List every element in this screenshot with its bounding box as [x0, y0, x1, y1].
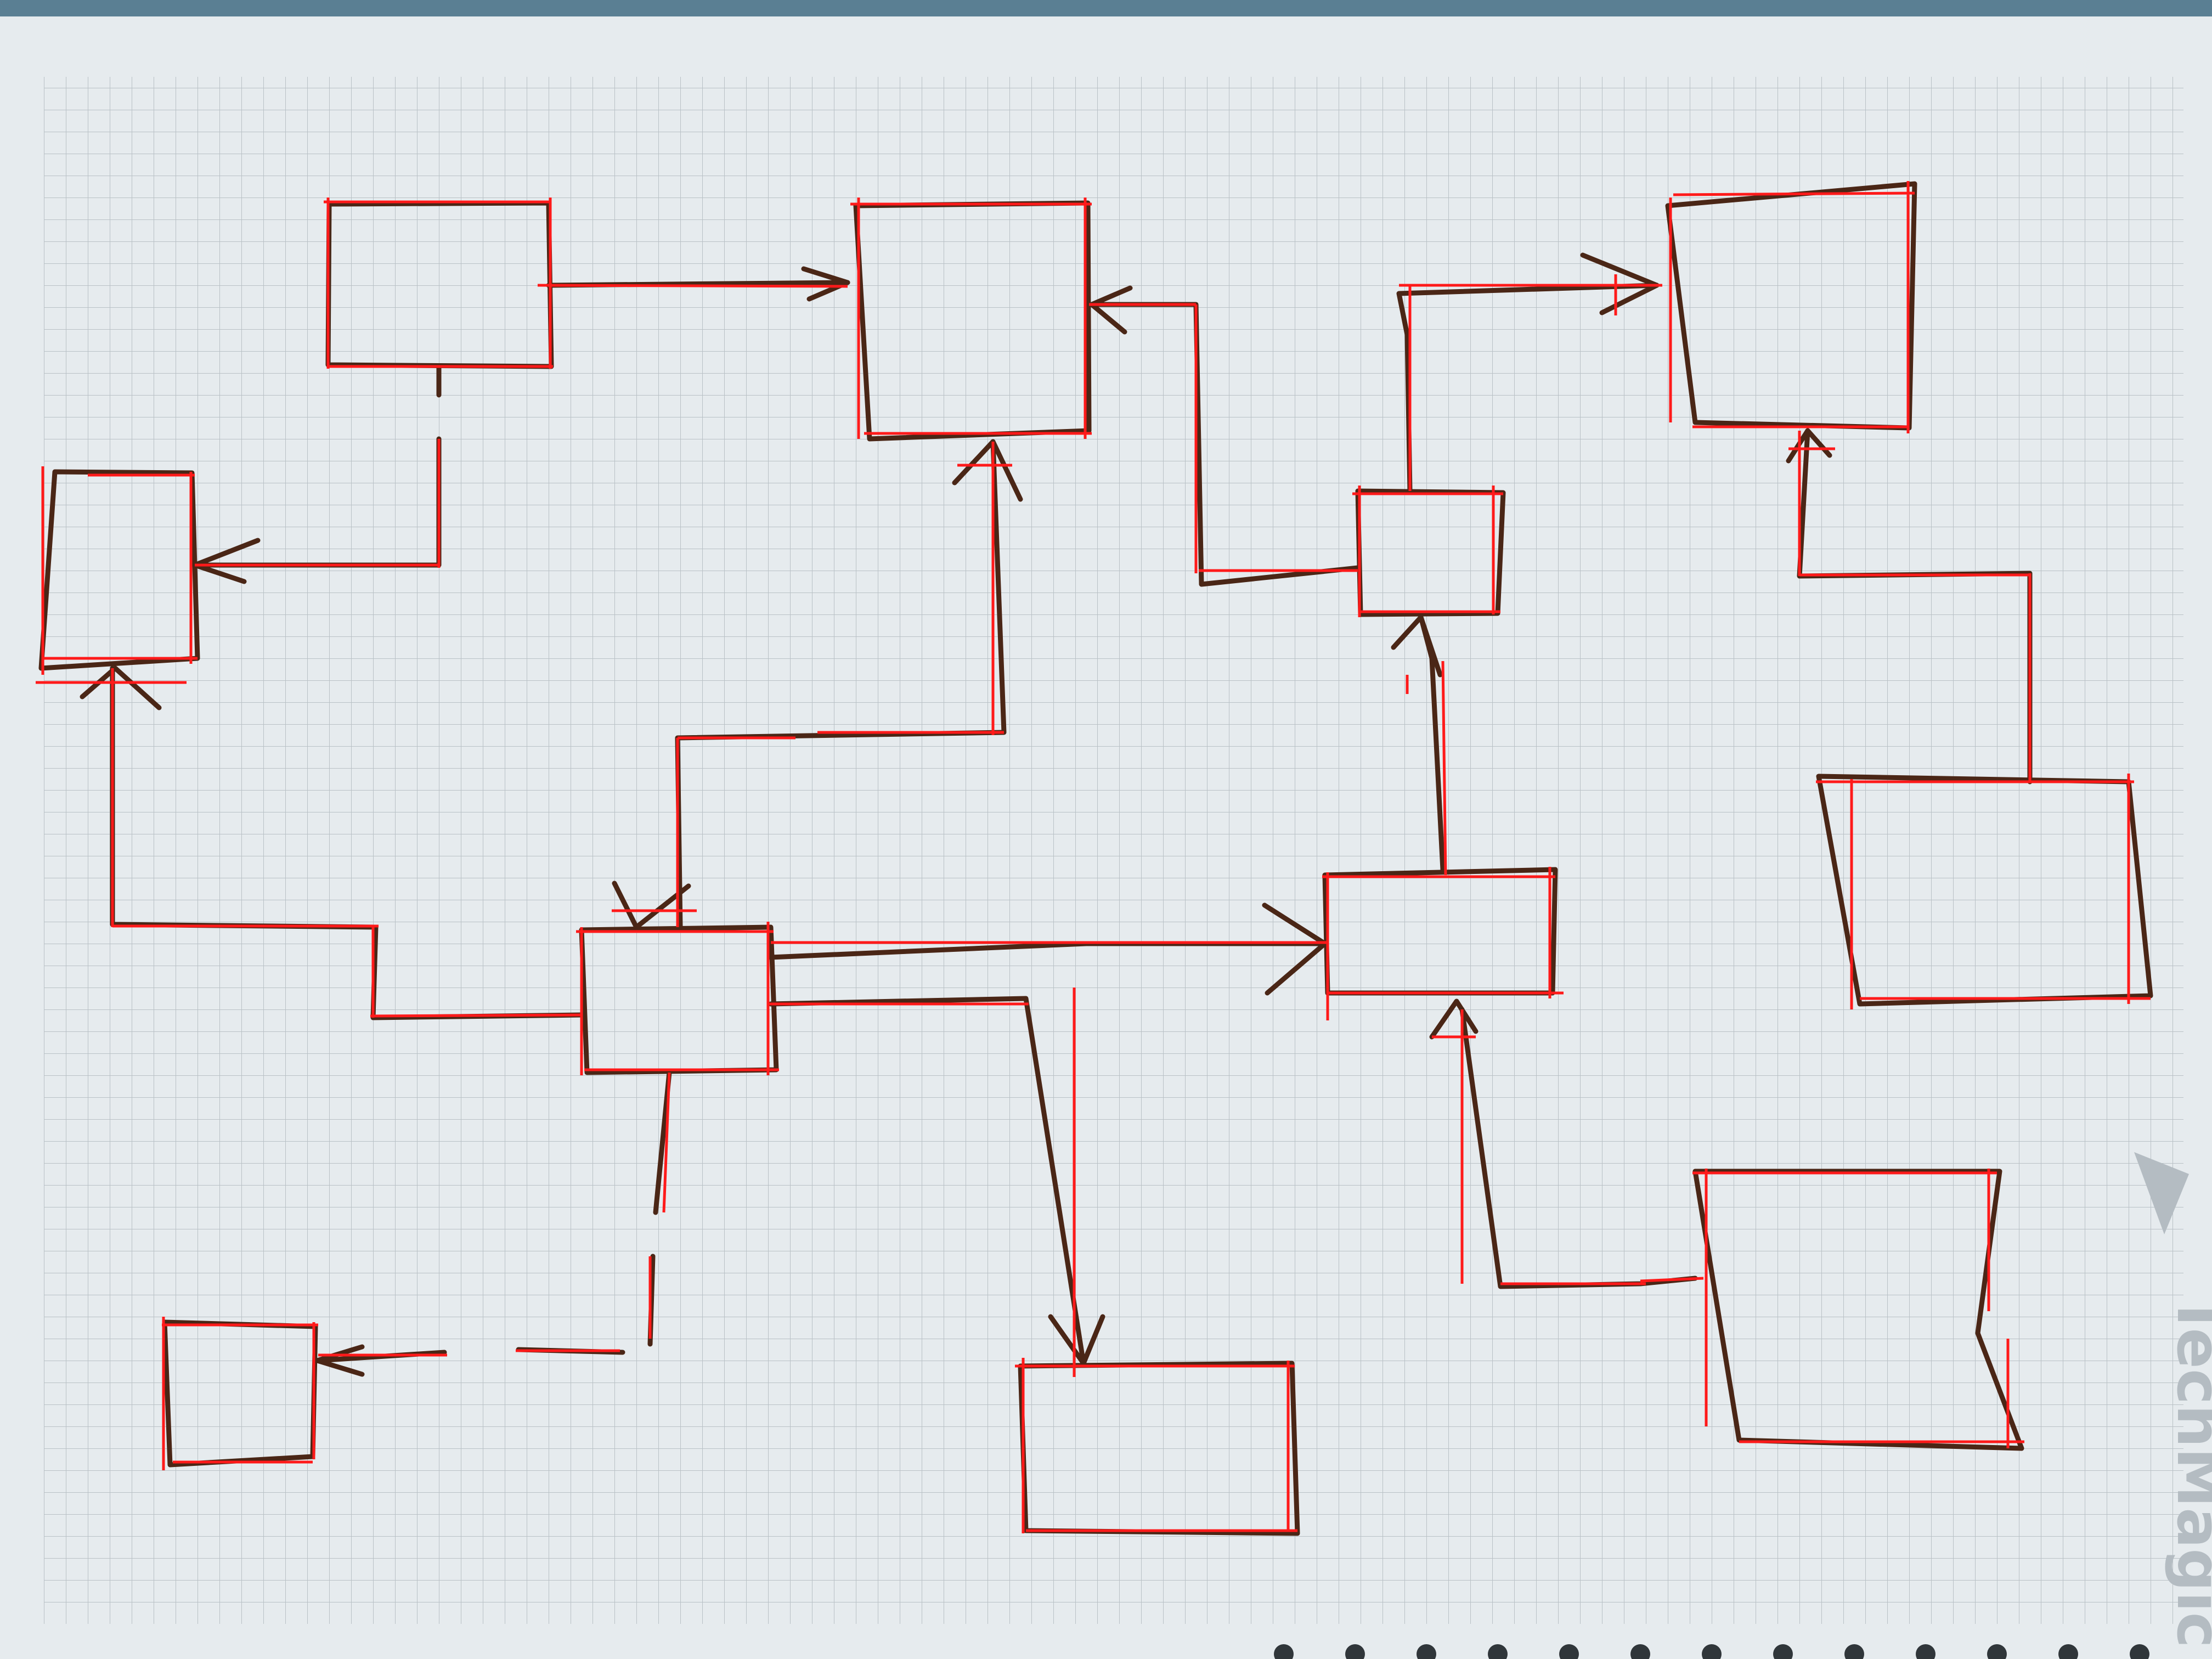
arrowhead-j-right	[314, 1344, 365, 1377]
techmagic-watermark: TechMagic	[2134, 1152, 2212, 1648]
arrowhead-b-left	[801, 266, 850, 302]
arrowhead-d-bottom	[1786, 428, 1832, 464]
watermark-text: TechMagic	[2164, 1295, 2212, 1648]
arrowhead-e-bottom	[1391, 614, 1443, 678]
arrowhead-c-bottom	[80, 665, 162, 710]
watermark-logo-icon	[2134, 1152, 2189, 1234]
arrowhead-h-bottom	[1429, 998, 1479, 1040]
box-k	[1692, 1169, 2024, 1451]
detection-overlay	[36, 181, 2151, 1533]
connector-g-i	[768, 996, 1086, 1366]
box-f	[1816, 774, 2153, 1007]
arrowhead-i-top	[1048, 1314, 1105, 1366]
spiral-binding	[1274, 1644, 2149, 1659]
grid-area	[44, 77, 2183, 1624]
arrowhead-g-top	[612, 881, 691, 930]
